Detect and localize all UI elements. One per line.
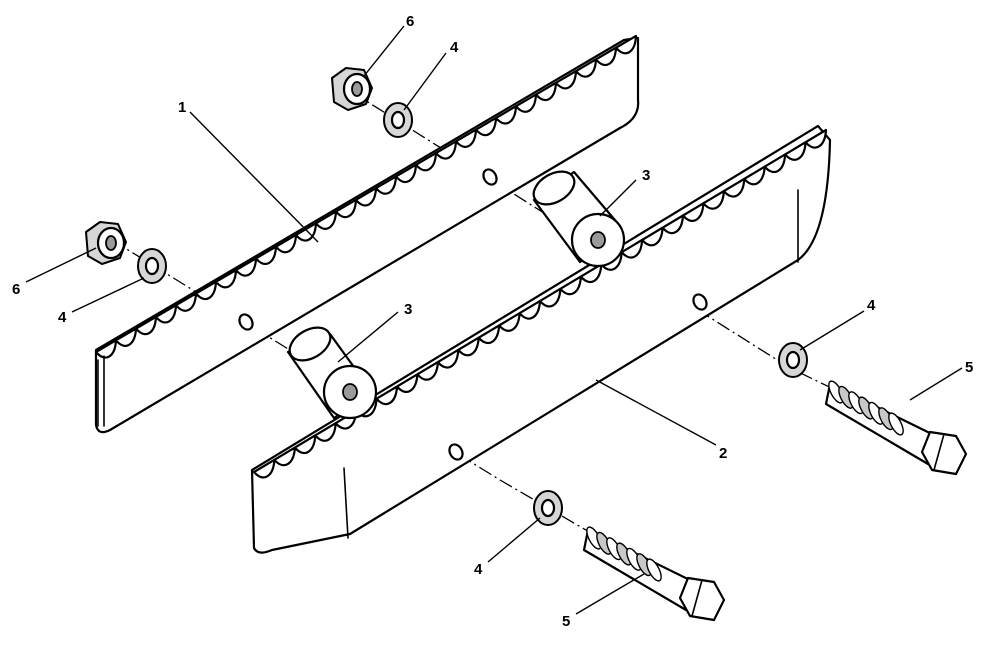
callouts: 1 2 3 3 4 4 4 4 5 5 6 6 — [12, 13, 973, 630]
part-3-spacer-lower — [286, 326, 378, 420]
callout-part-5-right: 5 — [965, 359, 973, 376]
leader-lines — [25, 25, 963, 615]
part-4-washer-left — [137, 248, 167, 284]
part-4-washer-right — [778, 342, 808, 378]
callout-part-3-lower: 3 — [404, 301, 412, 318]
plate-2-teeth — [252, 128, 828, 479]
part-5-bolt-right — [824, 380, 968, 476]
part-2-serrated-plate — [250, 124, 832, 554]
callout-part-2: 2 — [719, 445, 727, 462]
part-4-washer-bottom — [533, 490, 563, 526]
callout-part-6-top: 6 — [406, 13, 414, 30]
callout-part-4-left: 4 — [58, 309, 67, 326]
callout-part-5-bottom: 5 — [562, 613, 570, 630]
part-6-nut-left — [85, 221, 127, 265]
callout-part-1: 1 — [178, 99, 186, 116]
part-1-serrated-plate — [94, 34, 640, 434]
part-5-bolt-bottom — [582, 526, 726, 622]
callout-part-6-left: 6 — [12, 281, 20, 298]
part-6-nut-top — [331, 67, 373, 111]
bolt-thread — [646, 558, 662, 582]
bolt-thread — [888, 412, 904, 436]
callout-part-4-bottom: 4 — [474, 561, 483, 578]
part-4-washer-top — [383, 102, 413, 138]
callout-part-3-upper: 3 — [642, 167, 650, 184]
callout-part-4-top: 4 — [450, 39, 459, 56]
part-3-spacer-upper — [532, 170, 626, 268]
plate-1-teeth — [94, 34, 638, 359]
callout-part-4-right: 4 — [867, 297, 876, 314]
